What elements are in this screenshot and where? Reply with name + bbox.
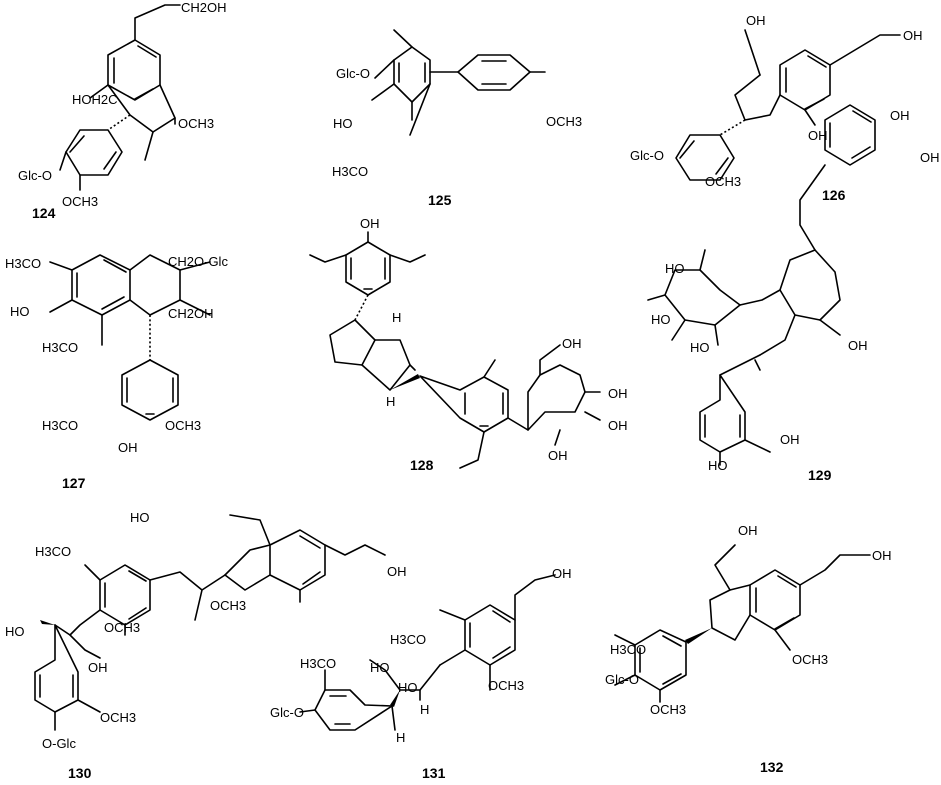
- compound-131: OH H3CO OCH3 H3CO HO HO H Glc-O H 131: [270, 566, 572, 781]
- compound-132-label-4: OCH3: [650, 702, 686, 717]
- compound-131-label-5: HO: [398, 680, 418, 695]
- compound-129-label-0: OH: [890, 108, 910, 123]
- compound-128-label-2: H: [386, 394, 395, 409]
- compound-130-label-0: HO: [130, 510, 150, 525]
- compound-128-label-1: H: [392, 310, 401, 325]
- compound-131-label-4: HO: [370, 660, 390, 675]
- compound-124-label-0: CH2OH: [181, 0, 227, 15]
- compound-132-label-0: OH: [872, 548, 892, 563]
- compound-131-label-8: H: [396, 730, 405, 745]
- compound-132-label-5: OCH3: [792, 652, 828, 667]
- compound-128-label-6: OH: [548, 448, 568, 463]
- compound-127-label-3: CH2O-Glc: [168, 254, 228, 269]
- compound-124-label-4: OCH3: [62, 194, 98, 209]
- compound-132: OH OH H3CO Glc-O OCH3 OCH3 132: [605, 523, 892, 775]
- compound-126-label-2: OH: [808, 128, 828, 143]
- compound-128-label-4: OH: [608, 386, 628, 401]
- compound-128-label-0: OH: [360, 216, 380, 231]
- compound-131-label-2: OCH3: [488, 678, 524, 693]
- compound-124-id: 124: [32, 205, 56, 221]
- compound-131-label-1: H3CO: [390, 632, 426, 647]
- compound-128-id: 128: [410, 457, 434, 473]
- compound-129: OH OH HO HO HO OH OH HO 129: [647, 104, 940, 483]
- compound-129-label-2: HO: [665, 261, 685, 276]
- compound-131-label-3: H3CO: [300, 656, 336, 671]
- compound-126-label-1: OH: [746, 13, 766, 28]
- compound-130-label-5: HO: [5, 624, 25, 639]
- compound-130-label-7: OCH3: [100, 710, 136, 725]
- compound-126: OH OH OH Glc-O OCH3 126: [630, 13, 923, 203]
- compound-130-label-2: H3CO: [35, 544, 71, 559]
- compound-127-label-4: CH2OH: [168, 306, 214, 321]
- compound-128-label-3: OH: [562, 336, 582, 351]
- compound-124-label-2: OCH3: [178, 116, 214, 131]
- compound-124-label-3: Glc-O: [18, 168, 52, 183]
- compound-124-label-1: HOH2C: [72, 92, 118, 107]
- compound-130-label-4: OCH3: [210, 598, 246, 613]
- compound-130-label-6: OH: [88, 660, 108, 675]
- compound-127-label-2: H3CO: [42, 340, 78, 355]
- compound-125-label-2: H3CO: [332, 164, 368, 179]
- compound-126-label-4: OCH3: [705, 174, 741, 189]
- compound-125-label-3: OCH3: [546, 114, 582, 129]
- compound-129-label-3: HO: [651, 312, 671, 327]
- compound-131-label-0: OH: [552, 566, 572, 581]
- compound-127: H3CO HO H3CO CH2O-Glc CH2OH H3CO OCH3 OH…: [5, 254, 228, 491]
- compound-129-label-1: OH: [920, 150, 940, 165]
- compound-130: HO OH H3CO OCH3 OCH3 HO OH OCH3 O-Glc 13…: [5, 510, 407, 781]
- compound-125: Glc-O HO H3CO OCH3 125: [332, 29, 582, 208]
- compound-125-label-1: HO: [333, 116, 353, 131]
- compound-128: OH H H OH OH OH OH 128: [309, 216, 628, 473]
- compound-131-label-6: H: [420, 702, 429, 717]
- compound-129-id: 129: [808, 467, 832, 483]
- compound-132-label-1: OH: [738, 523, 758, 538]
- compound-127-label-0: H3CO: [5, 256, 41, 271]
- compound-127-label-7: OH: [118, 440, 138, 455]
- compound-126-id: 126: [822, 187, 846, 203]
- compound-132-label-2: H3CO: [610, 642, 646, 657]
- compound-129-label-6: OH: [780, 432, 800, 447]
- compound-130-label-8: O-Glc: [42, 736, 76, 751]
- compound-127-label-6: OCH3: [165, 418, 201, 433]
- compound-132-label-3: Glc-O: [605, 672, 639, 687]
- compound-126-label-3: Glc-O: [630, 148, 664, 163]
- compound-126-label-0: OH: [903, 28, 923, 43]
- compound-129-label-7: HO: [708, 458, 728, 473]
- compound-132-id: 132: [760, 759, 784, 775]
- compound-127-label-1: HO: [10, 304, 30, 319]
- compound-124: CH2OH HOH2C OCH3 Glc-O OCH3 124: [18, 0, 227, 221]
- compound-127-id: 127: [62, 475, 86, 491]
- compound-129-label-4: HO: [690, 340, 710, 355]
- compound-130-label-3: OCH3: [104, 620, 140, 635]
- compound-129-label-5: OH: [848, 338, 868, 353]
- compound-125-id: 125: [428, 192, 452, 208]
- compound-130-label-1: OH: [387, 564, 407, 579]
- compound-131-label-7: Glc-O: [270, 705, 304, 720]
- compound-125-label-0: Glc-O: [336, 66, 370, 81]
- compound-131-id: 131: [422, 765, 446, 781]
- compound-130-id: 130: [68, 765, 92, 781]
- compound-127-label-5: H3CO: [42, 418, 78, 433]
- compound-128-label-5: OH: [608, 418, 628, 433]
